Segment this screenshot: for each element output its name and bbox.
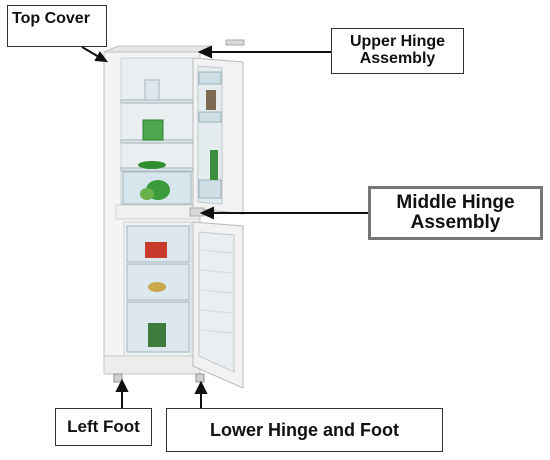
freezer-door [192, 221, 244, 389]
pointer-arrows [81, 45, 368, 408]
upper-hinge-part [225, 39, 245, 46]
label-left-foot-text: Left Foot [67, 417, 140, 437]
label-top-cover: Top Cover [7, 5, 107, 47]
label-middle-hinge-assembly: Middle Hinge Assembly [368, 186, 543, 240]
label-upper-hinge-assembly: Upper Hinge Assembly [331, 28, 464, 74]
label-lower-hinge-and-foot: Lower Hinge and Foot [166, 408, 443, 452]
label-top-cover-text: Top Cover [12, 10, 90, 27]
label-middle-hinge-line1: Middle Hinge [396, 192, 515, 214]
label-middle-hinge-line2: Assembly [410, 212, 501, 233]
label-upper-hinge-line1: Upper Hinge [349, 33, 446, 51]
label-lower-hinge-text: Lower Hinge and Foot [210, 419, 399, 440]
label-left-foot: Left Foot [55, 408, 152, 446]
fridge-door [192, 57, 244, 215]
fridge-feet [113, 373, 205, 383]
freezer-contents [145, 242, 167, 347]
label-upper-hinge-line2: Assembly [359, 50, 436, 67]
vegetables [138, 79, 170, 200]
